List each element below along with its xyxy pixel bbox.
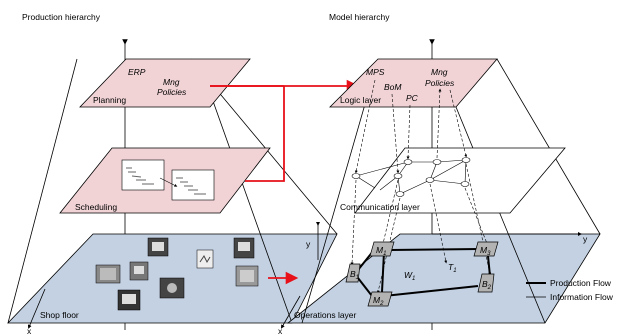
policies-label: Policies	[157, 87, 187, 97]
logic-policies-label: Policies	[425, 78, 455, 88]
operations-node-labels: B1 M1 M2 M3 B2 W1 T1	[350, 245, 492, 307]
machine-m3-shape	[473, 241, 499, 257]
right-pyramid: y y x MPS BoM PC Mng Policies Logic laye…	[278, 39, 601, 335]
communication-network	[355, 159, 467, 195]
buffer-b1-shape	[345, 263, 361, 283]
legend-information-label: Information Flow	[550, 292, 614, 302]
t1-label: T1	[448, 262, 457, 274]
legend: Production Flow Information Flow	[526, 278, 614, 302]
production-flow	[357, 248, 491, 297]
buffer-b2-shape	[477, 273, 495, 293]
shop-floor-machine-images	[95, 237, 259, 311]
scheduling-label: Scheduling	[75, 202, 117, 212]
machine-m2-shape	[367, 291, 393, 307]
mps-label: MPS	[366, 67, 385, 77]
erp-label: ERP	[128, 67, 146, 77]
legend-production-label: Production Flow	[550, 278, 612, 288]
header-model-hierarchy: Model hierarchy	[329, 12, 390, 22]
right-x-label: x	[278, 326, 283, 335]
bom-label: BoM	[384, 82, 402, 92]
information-flow-dashed	[350, 79, 492, 294]
planning-label: Planning	[93, 95, 126, 105]
left-x-label: x	[27, 326, 32, 335]
operations-nodes	[345, 241, 499, 307]
scheduling-chart-thumbnails	[121, 159, 215, 201]
machine-m1-shape	[369, 241, 395, 257]
network-nodes	[351, 157, 471, 197]
right-y-label: y	[583, 234, 588, 244]
b1-label: B1	[350, 269, 359, 281]
mapping-arrows	[210, 79, 360, 285]
left-x-axis	[27, 288, 46, 329]
mng-label: Mng	[163, 77, 180, 87]
left-pyramid: x ERP Mng Policies Planning Scheduling S…	[7, 39, 338, 335]
planning-layer	[79, 58, 251, 108]
m1-label: M1	[376, 245, 386, 257]
right-x-axis	[280, 295, 301, 329]
shop-floor-label: Shop floor	[40, 310, 79, 320]
logic-layer-label: Logic layer	[340, 95, 381, 105]
w1-label: W1	[404, 270, 415, 282]
logic-mng-label: Mng	[431, 67, 448, 77]
m2-label: M2	[373, 295, 384, 307]
communication-layer-label: Communication layer	[340, 202, 420, 212]
m3-label: M3	[480, 245, 491, 257]
operations-layer-label: Operations layer	[294, 310, 357, 320]
left-y-label: y	[306, 239, 311, 249]
pc-label: PC	[406, 93, 419, 103]
header-production-hierarchy: Production hierarchy	[22, 12, 101, 22]
b2-label: B2	[482, 279, 492, 291]
scheduling-to-logic-arrow	[245, 86, 285, 182]
